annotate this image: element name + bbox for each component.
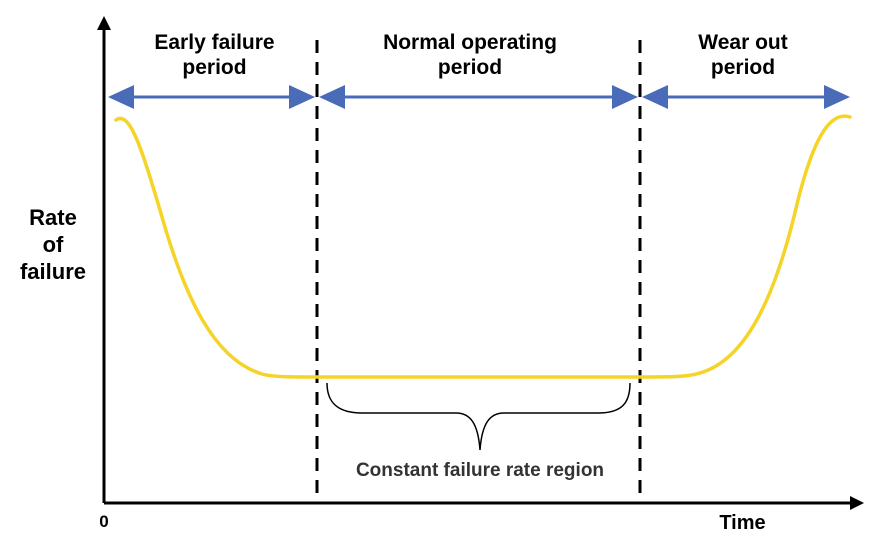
period-label-normal-line2: period xyxy=(437,56,503,80)
period-label-wearout-line2: period xyxy=(710,56,776,80)
y-axis-arrowhead xyxy=(97,16,111,30)
y-axis-label: Rate of failure xyxy=(10,205,96,285)
constant-region-label: Constant failure rate region xyxy=(355,460,605,481)
x-axis-arrowhead xyxy=(850,496,864,510)
y-axis-label-line3: failure xyxy=(19,258,87,284)
period-label-normal: Normal operating period xyxy=(350,30,590,80)
y-axis-label-line2: of xyxy=(42,231,64,257)
period-label-normal-line1: Normal operating xyxy=(383,31,557,54)
period-label-early: Early failure period xyxy=(122,30,307,80)
period-label-wearout-line1: Wear out xyxy=(698,31,788,54)
period-label-wearout: Wear out period xyxy=(668,30,818,80)
failure-rate-curve xyxy=(114,114,852,379)
period-label-early-line1: Early failure xyxy=(154,31,275,54)
constant-region-brace xyxy=(326,382,631,451)
period-arrow-normal xyxy=(319,85,638,109)
period-arrow-wearout xyxy=(642,85,850,109)
period-arrow-early xyxy=(108,85,315,109)
y-axis-label-line1: Rate xyxy=(29,205,77,230)
origin-label: 0 xyxy=(99,512,109,531)
x-axis-label: Time xyxy=(719,512,766,534)
period-label-early-line2: period xyxy=(182,56,247,80)
